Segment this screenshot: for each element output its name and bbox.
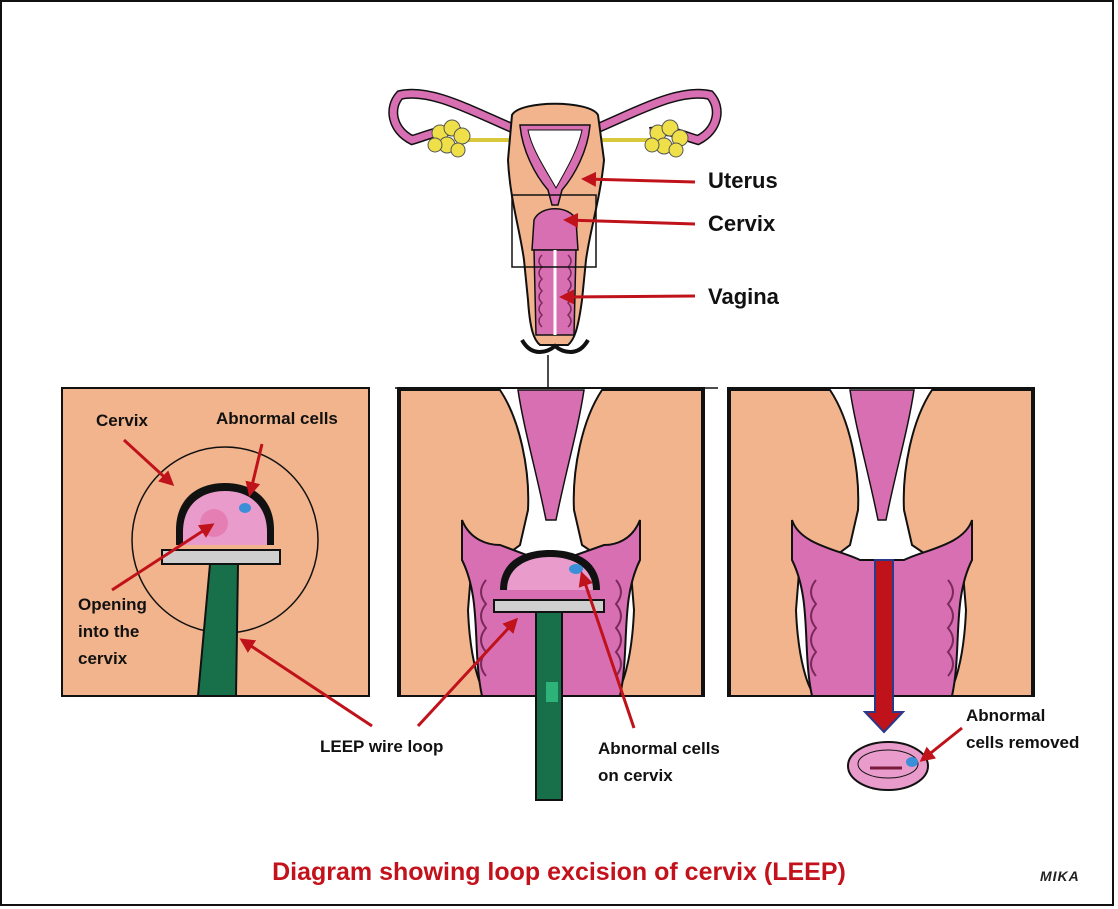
abnormal-removed-pointer-arrow xyxy=(922,728,962,760)
leep-wire-loop-label: LEEP wire loop xyxy=(320,733,443,760)
right-ovary xyxy=(645,120,688,157)
diagram-caption: Diagram showing loop excision of cervix … xyxy=(0,858,1118,887)
uterus-anatomy-drawing xyxy=(393,94,718,388)
left-ovary xyxy=(428,120,470,157)
panel1-cervix-label: Cervix xyxy=(96,407,148,434)
panel1-abnormal-cells-label: Abnormal cells xyxy=(216,405,338,432)
cervix-label: Cervix xyxy=(708,211,775,237)
abnormal-on-cervix-label: Abnormal cells on cervix xyxy=(598,735,720,789)
uterus-label: Uterus xyxy=(708,168,778,194)
abnormal-removed-label: Abnormal cells removed xyxy=(966,702,1079,756)
artist-signature: MIKA xyxy=(1040,868,1080,884)
vagina-label: Vagina xyxy=(708,284,779,310)
vagina-pointer-arrow xyxy=(562,296,695,297)
panel1-opening-label: Opening into the cervix xyxy=(78,591,147,672)
